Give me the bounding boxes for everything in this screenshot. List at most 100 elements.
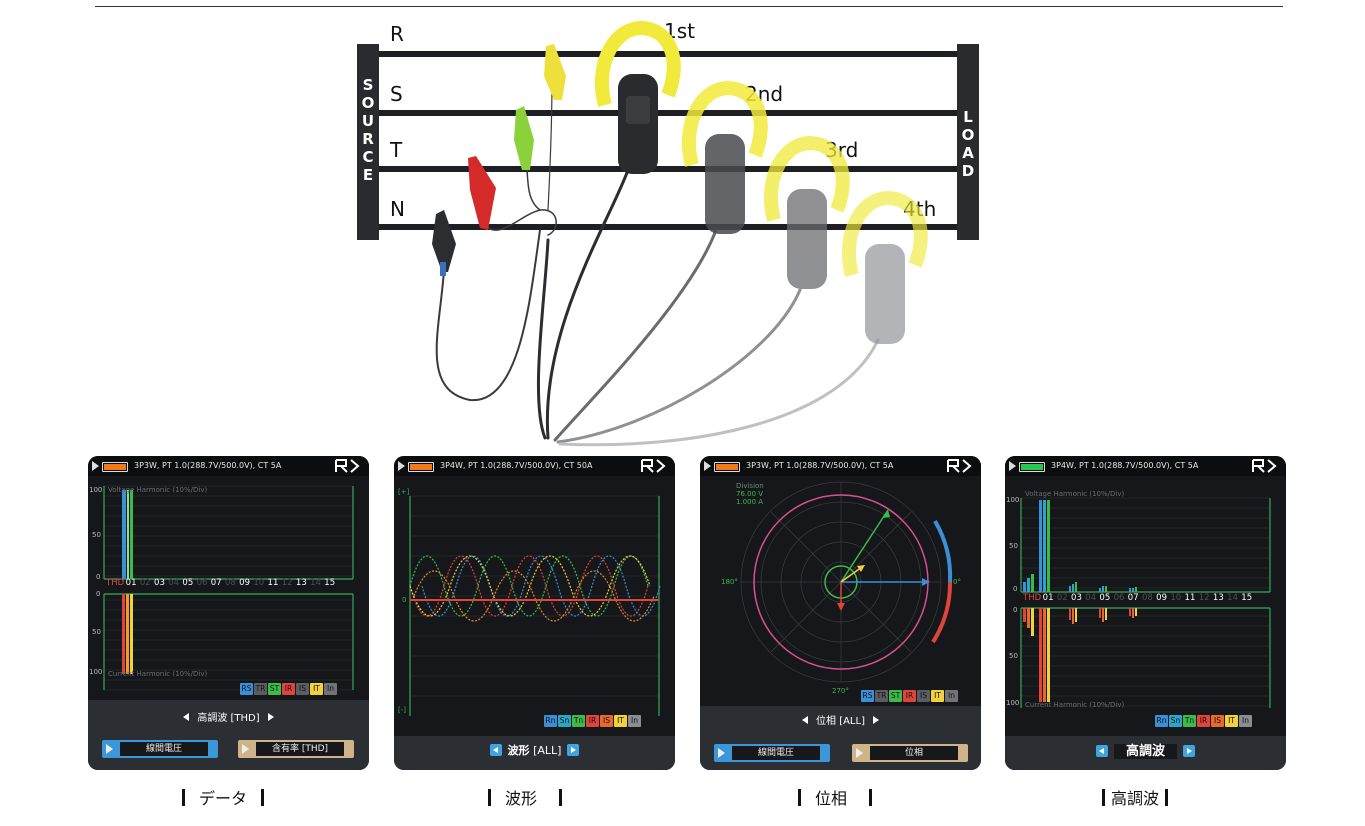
harmonic-label[interactable]: 15 — [1241, 593, 1253, 603]
next-arrow-icon[interactable] — [567, 744, 580, 756]
status-text: 3P4W, PT 1.0(288.7V/500.0V), CT 50A — [440, 461, 593, 470]
mode-selector[interactable]: 波形 [ALL] — [394, 742, 675, 758]
chip-ir[interactable]: IR — [1197, 715, 1210, 727]
chip-rs[interactable]: RS — [861, 690, 874, 702]
prev-arrow-icon[interactable] — [1095, 745, 1108, 757]
clamp-2nd — [681, 80, 768, 234]
chip-tr[interactable]: TR — [875, 690, 888, 702]
chip-is[interactable]: IS — [1211, 715, 1224, 727]
harmonic-label[interactable]: 11 — [1184, 593, 1196, 603]
source-letter: R — [362, 130, 374, 148]
mode-selector[interactable]: 高調波 [THD] — [88, 709, 369, 724]
chip-is[interactable]: IS — [917, 690, 930, 702]
harmonic-label[interactable]: 03 — [154, 578, 165, 588]
chip-rs[interactable]: RS — [240, 683, 253, 695]
caption-bar — [488, 789, 491, 806]
harmonic-label[interactable]: 12 — [1198, 593, 1210, 603]
harmonic-label[interactable]: 08 — [1141, 593, 1153, 603]
chip-in[interactable]: In — [1239, 715, 1252, 727]
harmonic-label[interactable]: 09 — [239, 578, 250, 588]
clamp-3rd — [763, 135, 850, 289]
chip-it[interactable]: IT — [1225, 715, 1238, 727]
harmonic-label[interactable]: 12 — [281, 578, 293, 588]
chip-in[interactable]: In — [945, 690, 958, 702]
harmonic-label[interactable]: 14 — [1227, 593, 1238, 603]
chip-sn[interactable]: Sn — [558, 715, 571, 727]
chip-st[interactable]: ST — [889, 690, 902, 702]
harmonic-label[interactable]: 11 — [267, 578, 279, 588]
prev-arrow-icon[interactable] — [802, 716, 809, 724]
harmonic-label[interactable]: 07 — [1127, 593, 1139, 603]
chip-it[interactable]: IT — [931, 690, 944, 702]
harmonic-label[interactable]: 15 — [324, 578, 336, 588]
harmonic-label[interactable]: 06 — [196, 578, 208, 588]
y-axis-top-label: [+] — [398, 488, 410, 496]
chip-ir[interactable]: IR — [282, 683, 295, 695]
status-bar: 3P4W, PT 1.0(288.7V/500.0V), CT 50A — [394, 456, 675, 476]
chip-it[interactable]: IT — [310, 683, 323, 695]
line-label-r: R — [390, 22, 404, 46]
next-arrow-icon[interactable] — [872, 716, 879, 724]
chip-ir[interactable]: IR — [903, 690, 916, 702]
next-arrow-icon[interactable] — [267, 713, 274, 721]
harmonic-label[interactable]: 03 — [1071, 593, 1082, 603]
chip-rn[interactable]: Rn — [1155, 715, 1168, 727]
harmonic-label[interactable]: 01 — [1042, 593, 1054, 603]
harmonic-label[interactable]: 04 — [168, 578, 180, 588]
harmonic-label[interactable]: 05 — [182, 578, 194, 588]
harmonic-label[interactable]: 08 — [224, 578, 236, 588]
app-logo-icon — [641, 459, 666, 473]
line-voltage-button[interactable]: 線間電圧 — [714, 744, 830, 762]
harmonic-label[interactable]: THD — [1023, 593, 1042, 603]
chip-ir[interactable]: IR — [586, 715, 599, 727]
caption-bar — [798, 789, 801, 806]
chip-in[interactable]: In — [628, 715, 641, 727]
harmonic-label[interactable]: 10 — [1170, 593, 1182, 603]
connection-diagram: S O U R C E L O A D R S T N 1st 2nd 3rd … — [357, 19, 979, 447]
chip-tr[interactable]: TR — [254, 683, 267, 695]
y-tick: 0 — [1013, 606, 1018, 614]
battery-icon — [408, 462, 434, 472]
harmonic-label[interactable]: 02 — [1056, 593, 1068, 603]
chip-tn[interactable]: Tn — [572, 715, 585, 727]
harmonic-label[interactable]: 07 — [210, 578, 222, 588]
line-voltage-button[interactable]: 線間電圧 — [102, 740, 218, 758]
harmonic-label[interactable]: 05 — [1099, 593, 1111, 603]
chip-in[interactable]: In — [324, 683, 337, 695]
prev-arrow-icon[interactable] — [183, 713, 190, 721]
mode-selector[interactable]: 位相 [ALL] — [700, 712, 981, 727]
harmonic-label[interactable]: 13 — [1212, 593, 1224, 603]
harmonic-label[interactable]: 01 — [125, 578, 137, 588]
prev-arrow-icon[interactable] — [489, 744, 502, 756]
battery-icon — [714, 462, 740, 472]
angle-label-180: 180° — [721, 578, 738, 586]
y-tick: 0 — [1013, 585, 1018, 593]
harmonic-label[interactable]: 04 — [1085, 593, 1097, 603]
chip-st[interactable]: ST — [268, 683, 281, 695]
chip-tn[interactable]: Tn — [1183, 715, 1196, 727]
chip-it[interactable]: IT — [614, 715, 627, 727]
chip-rn[interactable]: Rn — [544, 715, 557, 727]
next-arrow-icon[interactable] — [1183, 745, 1195, 757]
y-tick: 100 — [89, 668, 103, 676]
harmonic-label[interactable]: 02 — [139, 578, 151, 588]
content-rate-button[interactable]: 含有率 [THD] — [238, 740, 354, 758]
harmonic-label[interactable]: 10 — [253, 578, 265, 588]
line-label-t: T — [389, 138, 403, 162]
chip-is[interactable]: IS — [600, 715, 613, 727]
mode-selector[interactable]: 高調波 — [1005, 740, 1286, 759]
y-tick: 50 — [1009, 652, 1018, 660]
harmonic-label[interactable]: THD — [106, 578, 125, 588]
screen-phase: 3P3W, PT 1.0(288.7V/500.0V), CT 5A Divis… — [700, 456, 981, 770]
harmonic-label[interactable]: 14 — [310, 578, 321, 588]
harmonic-label[interactable]: 09 — [1156, 593, 1167, 603]
status-bar: 3P3W, PT 1.0(288.7V/500.0V), CT 5A — [88, 456, 369, 476]
chip-sn[interactable]: Sn — [1169, 715, 1182, 727]
harmonic-label[interactable]: 06 — [1113, 593, 1125, 603]
source-plate — [357, 44, 379, 240]
chip-is[interactable]: IS — [296, 683, 309, 695]
phase-button[interactable]: 位相 — [852, 744, 968, 762]
harmonic-label[interactable]: 13 — [295, 578, 307, 588]
mode-selector-sub: [ALL] — [533, 744, 562, 757]
